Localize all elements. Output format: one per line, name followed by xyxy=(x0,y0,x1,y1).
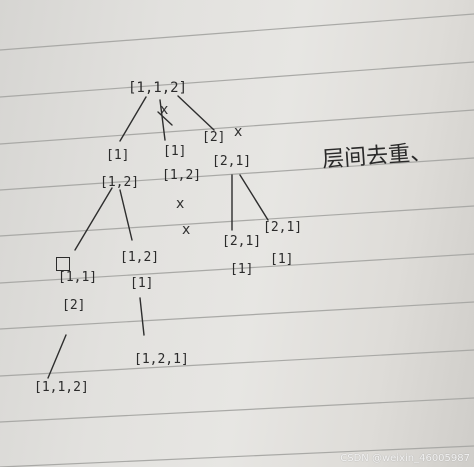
root-node: [1,1,2] xyxy=(128,80,188,96)
prune-mark: x xyxy=(182,222,191,238)
watermark: CSDN @weixin_46005987 xyxy=(340,453,470,464)
node-l3-d: [2,1] xyxy=(263,220,303,235)
tree-branches xyxy=(47,95,269,379)
node-l2-c: [2,1] xyxy=(212,154,252,169)
node-l3-a: [1,1] xyxy=(58,270,98,285)
prune-mark: x xyxy=(234,124,243,140)
node-l2-a: [1,2] xyxy=(100,175,140,190)
node-l3-a-box xyxy=(56,257,70,271)
node-l4-b: [1] xyxy=(130,276,154,291)
node-l4-d: [1] xyxy=(270,252,294,267)
node-l3-b: [1,2] xyxy=(120,250,160,265)
node-l5-a: [1,2,1] xyxy=(134,352,189,367)
node-l5-b: [1,1,2] xyxy=(34,380,89,395)
node-l4-c: [1] xyxy=(230,262,254,277)
prune-mark: x xyxy=(160,102,169,118)
prune-mark: x xyxy=(176,196,185,212)
node-l4-a: [2] xyxy=(62,298,86,313)
node-l2-b: [1,2] xyxy=(162,168,202,183)
node-l1-b: [1] xyxy=(163,144,187,159)
node-l1-c: [2] xyxy=(202,130,226,145)
node-l3-c: [2,1] xyxy=(222,234,262,249)
node-l1-a: [1] xyxy=(106,148,130,163)
